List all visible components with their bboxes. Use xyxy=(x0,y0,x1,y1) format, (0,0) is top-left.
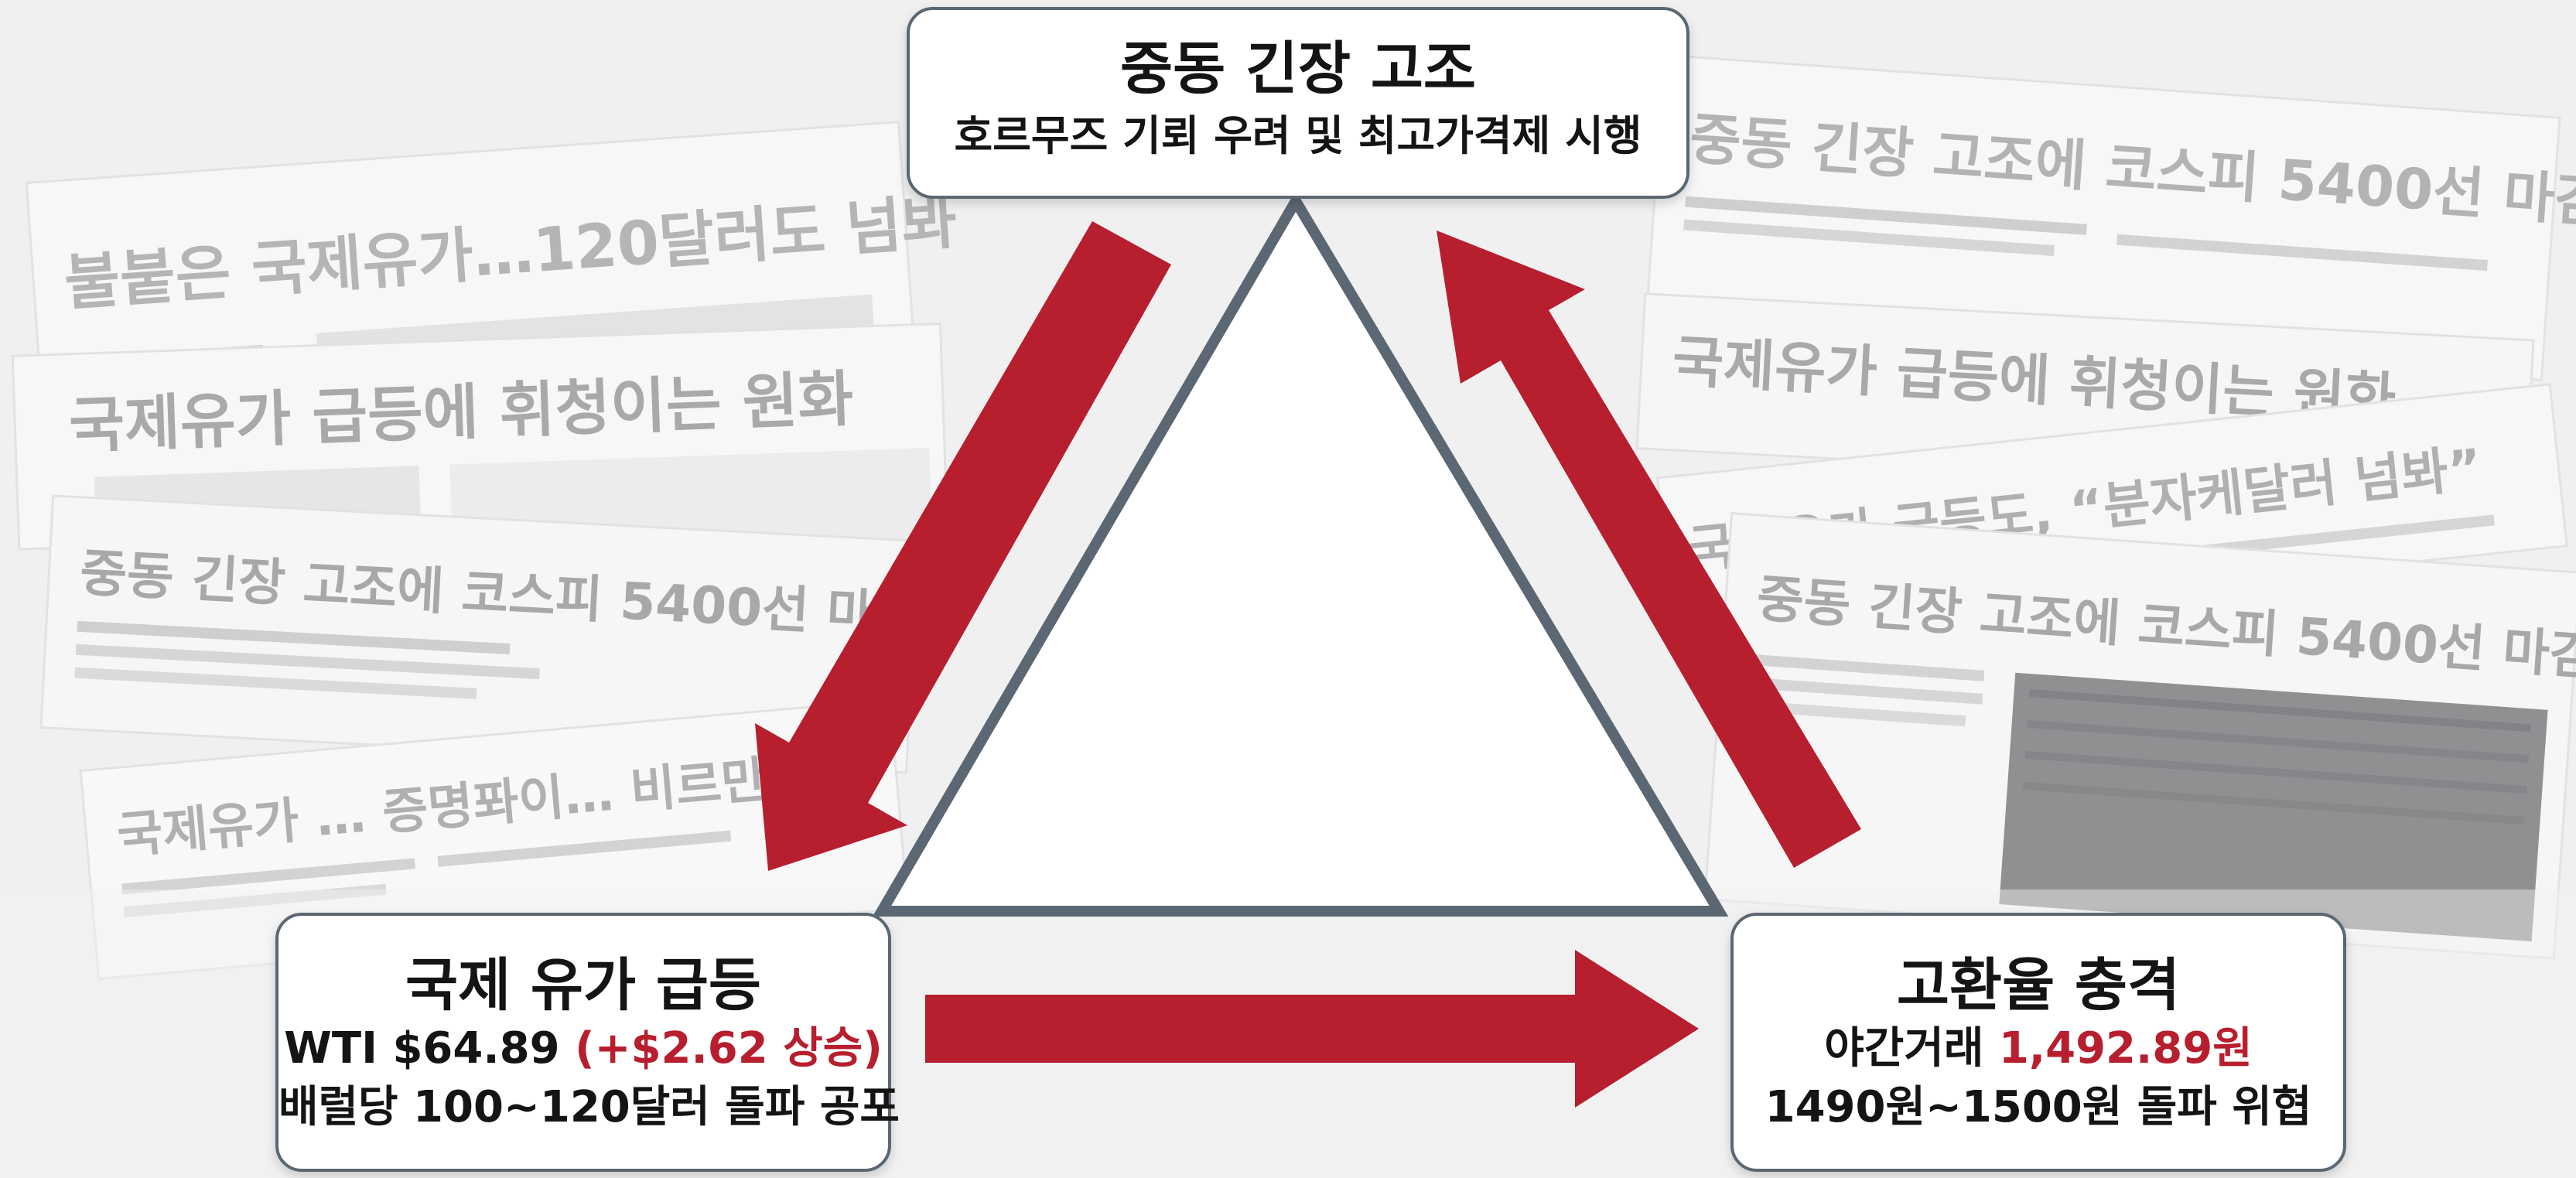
arrow-top-to-left xyxy=(755,221,1171,871)
clipping-right-1: 중동 긴장 고조에 코스피 5400선 마감 xyxy=(1645,53,2576,381)
node-middle-east-tension-detail: 호르무즈 기뢰 우려 및 최고가격제 시행 xyxy=(954,111,1642,161)
node-oil-price-surge-title: 국제 유가 급등 xyxy=(405,952,761,1019)
node-oil-price-surge: 국제 유가 급등 WTI $64.89 (+$2.62 상승) 배럴당 100~… xyxy=(275,913,900,1172)
node-exchange-rate-shock-title: 고환율 충격 xyxy=(1896,952,2181,1019)
wti-change-highlight: (+$2.62 상승) xyxy=(575,1023,883,1074)
arrow-left-to-right xyxy=(925,950,1699,1108)
night-trading-label: 야간거래 xyxy=(1824,1023,1999,1074)
cycle-triangle xyxy=(872,190,1729,917)
arrow-right-to-top xyxy=(1437,230,1861,868)
node-exchange-rate-shock: 고환율 충격 야간거래 1,492.89원 1490원~1500원 돌파 위협 xyxy=(1730,913,2346,1172)
node-oil-price-surge-wti: WTI $64.89 (+$2.62 상승) xyxy=(278,1022,888,1076)
clipping-left-4: 국제유가 … 증명퐈이… 비르만 설봐 xyxy=(79,698,910,981)
clipping-left-3: 중동 긴장 고조에 코스피 5400선 마감 xyxy=(39,494,922,774)
wti-price-text: WTI $64.89 xyxy=(284,1023,576,1074)
node-middle-east-tension: 중동 긴장 고조 호르무즈 기뢰 우려 및 최고가격제 시행 xyxy=(907,7,1689,199)
exchange-rate-highlight: 1,492.89원 xyxy=(1998,1023,2253,1074)
node-oil-price-surge-fear: 배럴당 100~120달러 돌파 공포 xyxy=(278,1082,900,1133)
node-exchange-rate-threat: 1490원~1500원 돌파 위협 xyxy=(1765,1082,2312,1133)
node-middle-east-tension-title: 중동 긴장 고조 xyxy=(1119,36,1476,102)
node-exchange-rate-night-trading: 야간거래 1,492.89원 xyxy=(1734,1022,2343,1076)
clipping-right-4: 중동 긴장 고조에 코스피 5400선 마감 xyxy=(1703,512,2576,960)
